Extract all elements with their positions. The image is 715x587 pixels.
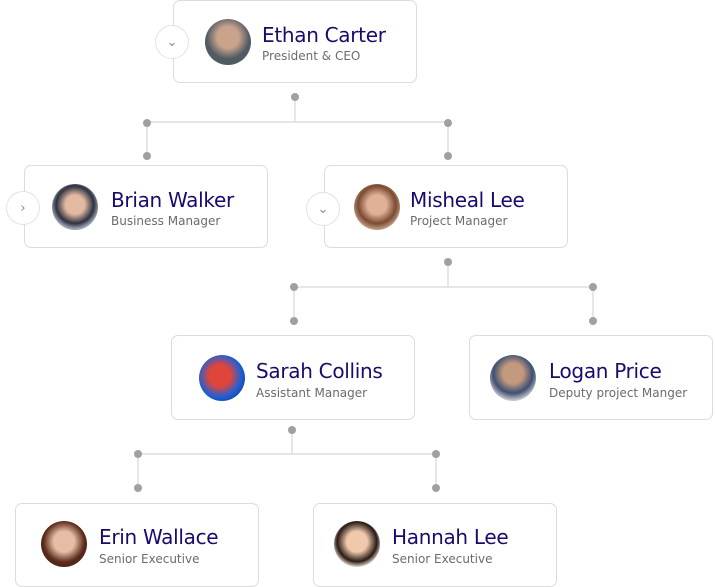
person-name: Hannah Lee — [392, 525, 509, 549]
person-name: Erin Wallace — [99, 525, 219, 549]
person-name: Misheal Lee — [410, 188, 525, 212]
org-card-sarah-collins[interactable]: Sarah Collins Assistant Manager — [171, 335, 415, 420]
avatar — [52, 184, 98, 230]
person-role: Senior Executive — [99, 552, 200, 566]
person-name: Sarah Collins — [256, 359, 383, 383]
chevron-right-icon: › — [20, 200, 26, 216]
org-card-hannah-lee[interactable]: Hannah Lee Senior Executive — [313, 503, 557, 587]
chevron-down-icon: ⌄ — [166, 34, 178, 50]
expand-toggle-button[interactable]: › — [6, 191, 40, 225]
avatar — [205, 19, 251, 65]
avatar — [199, 355, 245, 401]
avatar — [354, 184, 400, 230]
person-role: Project Manager — [410, 214, 508, 228]
avatar — [41, 521, 87, 567]
person-name: Brian Walker — [111, 188, 234, 212]
person-role: Deputy project Manger — [549, 386, 688, 400]
collapse-toggle-button[interactable]: ⌄ — [306, 192, 340, 226]
person-role: Business Manager — [111, 214, 221, 228]
avatar — [490, 355, 536, 401]
org-card-misheal-lee[interactable]: Misheal Lee Project Manager — [324, 165, 568, 248]
org-card-brian-walker[interactable]: Brian Walker Business Manager — [24, 165, 268, 248]
person-role: Assistant Manager — [256, 386, 368, 400]
person-name: Logan Price — [549, 359, 662, 383]
person-name: Ethan Carter — [262, 23, 386, 47]
chevron-down-icon: ⌄ — [317, 201, 329, 217]
org-card-logan-price[interactable]: Logan Price Deputy project Manger — [469, 335, 713, 420]
person-role: President & CEO — [262, 49, 361, 63]
avatar — [334, 521, 380, 567]
org-card-erin-wallace[interactable]: Erin Wallace Senior Executive — [15, 503, 259, 587]
person-role: Senior Executive — [392, 552, 493, 566]
org-card-ethan-carter[interactable]: Ethan Carter President & CEO — [173, 0, 417, 83]
collapse-toggle-button[interactable]: ⌄ — [155, 25, 189, 59]
